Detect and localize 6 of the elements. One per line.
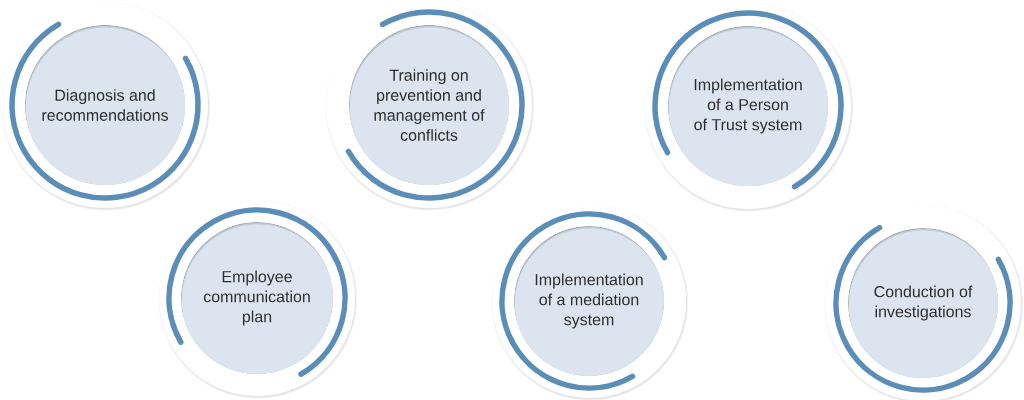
circle-node: Diagnosis and recommendations xyxy=(25,25,185,185)
circle-node: Employee communication plan xyxy=(181,222,333,374)
circle-node: Conduction of investigations xyxy=(848,228,998,378)
circle-node: Implementation of a Person of Trust system xyxy=(668,26,828,186)
circle-node: Implementation of a mediation system xyxy=(514,226,664,376)
circle-node: Training on prevention and management of conflicts xyxy=(349,25,509,185)
